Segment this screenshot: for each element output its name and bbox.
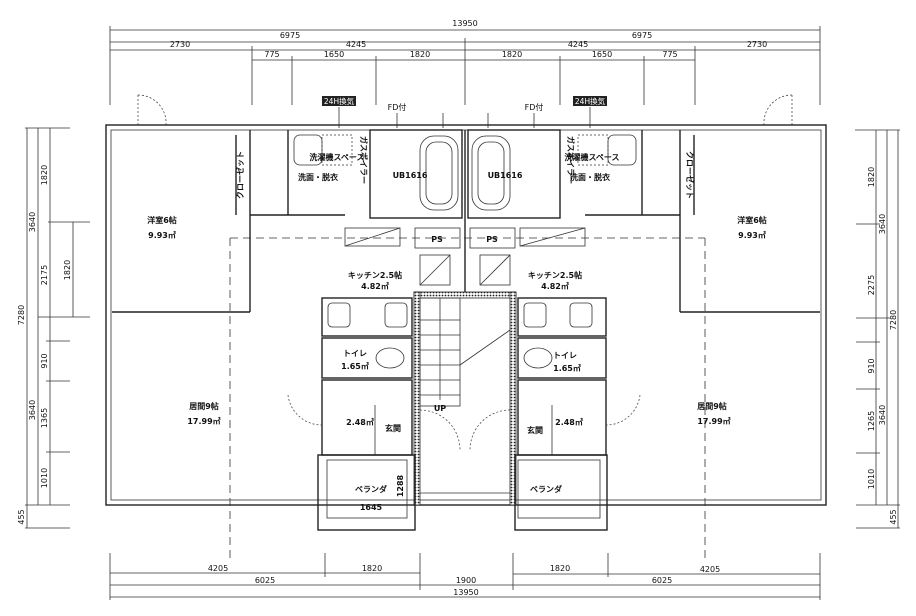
dim-label: 1650 [324,50,344,59]
left-unit-labels: 洋室6帖 9.93㎡ クローゼット 居間9帖 17.99㎡ 洗面・脱衣 洗濯機ス… [147,136,428,512]
room-area: 1.65㎡ [553,363,581,373]
dim-label: 4245 [346,40,366,49]
room-label: 玄関 [527,425,543,435]
bottom-dimensions: 4205 1820 1820 4205 6025 1900 6025 13950 [109,553,821,600]
dim-label: 1820 [40,165,49,185]
room-label: 洗面・脱衣 [298,172,338,182]
closet-label: クローゼット [685,151,695,199]
room-label: 洋室6帖 [147,215,177,225]
room-label: キッチン2.5帖 [348,270,402,280]
dim-label: 775 [264,50,279,59]
dim-label: 910 [40,353,49,368]
room-label: 玄関 [385,423,401,433]
room-area: 4.82㎡ [361,281,389,291]
right-unit-labels: 洋室6帖 9.93㎡ クローゼット 居間9帖 17.99㎡ 洗面・脱衣 洗濯機ス… [488,136,767,494]
dim-label: 1288 [396,474,405,497]
washer-space-label: 洗濯機スペース [309,152,364,162]
dim-label: 455 [889,509,898,524]
room-label: 洋室6帖 [737,215,767,225]
room-label: 居間9帖 [189,401,219,411]
dim-label: 1820 [63,260,72,280]
ps-label: PS [431,235,443,244]
dim-label: 1010 [867,469,876,489]
dim-label: 3640 [28,212,37,232]
dim-label: 3640 [878,405,887,425]
dim-label: 1365 [40,408,49,428]
dim-label: 4245 [568,40,588,49]
dim-label: 1820 [550,564,570,573]
ps-label: PS [486,235,498,244]
right-dimensions: 1820 3640 2275 7280 910 3640 1265 1010 4… [855,129,900,529]
room-label: トイレ [553,351,577,360]
ventilation-annotations: 24H換気 24H換気 FD付 FD付 [322,96,607,128]
dim-label: 3640 [28,400,37,420]
closet-label: クローゼット [235,151,245,199]
fire-damper-label: FD付 [388,102,407,112]
room-label: ベランダ [530,484,562,494]
dim-label: 7280 [889,310,898,330]
dim-label: 1650 [592,50,612,59]
dim-label: 455 [17,509,26,524]
stair-up-label: UP [434,404,446,413]
fire-damper-label: FD付 [525,102,544,112]
dim-label: 910 [867,358,876,373]
dim-label: 1010 [40,468,49,488]
dim-label: 2175 [40,265,49,285]
room-area: 9.93㎡ [148,230,176,240]
top-dimensions: 13950 6975 6975 2730 4245 4245 2730 775 … [109,19,821,105]
dim-label: 1265 [867,411,876,431]
dim-label: 3640 [878,214,887,234]
dim-label: 1820 [362,564,382,573]
dim-label: 6975 [280,31,300,40]
room-area: 17.99㎡ [187,416,220,426]
ventilation-label: 24H換気 [324,96,355,106]
dim-label: 775 [662,50,677,59]
dim-label: 6025 [652,576,672,585]
dim-label: 7280 [17,305,26,325]
dim-label: 4205 [208,564,228,573]
room-area: 9.93㎡ [738,230,766,240]
dim-label: 1820 [867,167,876,187]
room-area: 2.48㎡ [555,417,583,427]
boiler-label: ガスボイラー [566,136,576,184]
room-area: 17.99㎡ [697,416,730,426]
bath-label: UB1616 [488,171,523,180]
room-area: 2.48㎡ [346,417,374,427]
dim-label: 1820 [410,50,430,59]
boiler-label: ガスボイラー [359,136,369,184]
dim-label: 4205 [700,565,720,574]
bath-label: UB1616 [393,171,428,180]
dim-label: 1645 [360,503,383,512]
dim-label: 13950 [453,588,478,597]
staircase: UP [413,291,517,506]
dim-label: 1900 [456,576,476,585]
room-label: トイレ [343,349,367,358]
washer-space-label: 洗濯機スペース [564,152,619,162]
room-label: 洗面・脱衣 [570,172,610,182]
room-area: 4.82㎡ [541,281,569,291]
room-area: 1.65㎡ [341,361,369,371]
dim-label: 13950 [452,19,477,28]
dim-label: 2275 [867,275,876,295]
dim-label: 1820 [502,50,522,59]
left-dimensions: 1820 3640 2175 1820 7280 910 3640 1365 1… [17,127,90,529]
room-label: ベランダ [355,484,387,494]
door-swings [137,94,793,126]
ventilation-label: 24H換気 [575,96,606,106]
core-rooms [287,297,641,531]
room-label: 居間9帖 [697,401,727,411]
building-walls: PS PS [105,124,827,560]
dim-label: 2730 [747,40,767,49]
dim-label: 6975 [632,31,652,40]
dim-label: 2730 [170,40,190,49]
dim-label: 6025 [255,576,275,585]
room-label: キッチン2.5帖 [528,270,582,280]
